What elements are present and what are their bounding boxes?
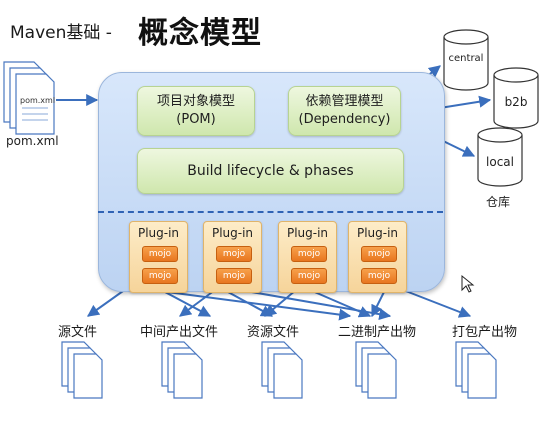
plugin-label: Plug-in <box>137 226 180 240</box>
central-repo-label: central <box>448 53 484 64</box>
mouse-cursor-icon <box>461 274 475 293</box>
plugin-box-4: Plug-in mojo mojo <box>348 221 407 293</box>
package-artifacts-icon <box>455 341 497 399</box>
dependency-model-box: 依赖管理模型 (Dependency) <box>288 86 401 136</box>
pom-caption: pom.xml <box>6 134 59 148</box>
repository-caption: 仓库 <box>486 195 511 209</box>
build-lifecycle-box: Build lifecycle & phases <box>137 148 404 194</box>
mojo-badge: mojo <box>142 268 178 284</box>
page-title: 概念模型 <box>138 16 262 51</box>
plugin-label: Plug-in <box>356 226 399 240</box>
plugin-label: Plug-in <box>286 226 329 240</box>
mojo-badge: mojo <box>216 268 252 284</box>
resource-files-icon <box>261 341 303 399</box>
plugin-label: Plug-in <box>211 226 254 240</box>
binary-artifacts-icon <box>355 341 397 399</box>
core-divider <box>98 211 443 213</box>
project-object-model-subtitle: (POM) <box>176 112 216 127</box>
central-repo-icon <box>443 29 489 91</box>
output-label-source: 源文件 <box>58 325 98 340</box>
dependency-model-subtitle: (Dependency) <box>298 112 391 127</box>
output-label-package: 打包产出物 <box>452 325 518 340</box>
intermediate-files-icon <box>161 341 203 399</box>
pom-doc-label: pom.xml <box>20 96 56 105</box>
page-subtitle: Maven基础 - <box>10 23 112 43</box>
local-repo-icon <box>477 127 523 187</box>
b2b-repo-label: b2b <box>504 95 528 109</box>
mojo-badge: mojo <box>216 246 252 262</box>
output-label-resource: 资源文件 <box>247 325 300 340</box>
mojo-badge: mojo <box>291 246 327 262</box>
mojo-badge: mojo <box>361 268 397 284</box>
local-repo-label: local <box>486 155 514 169</box>
project-object-model-title: 项目对象模型 <box>156 94 235 109</box>
pom-doc-stack-icon <box>3 61 55 135</box>
mojo-badge: mojo <box>291 268 327 284</box>
plugin-box-2: Plug-in mojo mojo <box>203 221 262 293</box>
source-files-icon <box>61 341 103 399</box>
b2b-repo-icon <box>493 67 539 129</box>
mojo-badge: mojo <box>142 246 178 262</box>
output-doc-stacks <box>61 341 497 399</box>
project-object-model-box: 项目对象模型 (POM) <box>137 86 255 136</box>
output-label-binary: 二进制产出物 <box>338 325 417 340</box>
mojo-badge: mojo <box>361 246 397 262</box>
output-label-intermediate: 中间产出文件 <box>140 325 219 340</box>
dependency-model-title: 依赖管理模型 <box>305 94 384 109</box>
plugin-box-3: Plug-in mojo mojo <box>278 221 337 293</box>
plugin-box-1: Plug-in mojo mojo <box>129 221 188 293</box>
